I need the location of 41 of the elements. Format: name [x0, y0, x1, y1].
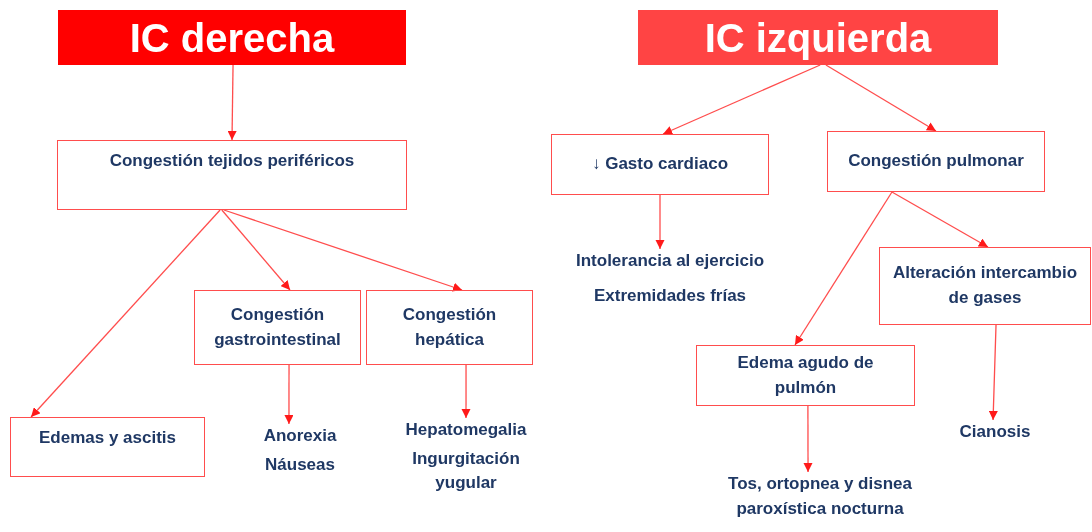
arrow [30, 209, 221, 418]
symptom-text: Anorexia [263, 425, 337, 447]
process-box [827, 131, 1045, 192]
symptom-text: Ingurgitación yugular [411, 447, 521, 495]
symptom-text: Tos, ortopnea y disnea paroxística nocturna [727, 473, 913, 520]
arrow [223, 209, 463, 292]
box-label: Congestión gastrointestinal [213, 303, 342, 351]
box-label: Congestión hepática [401, 303, 498, 351]
box-label: Edema agudo de pulmón [736, 351, 875, 399]
box-label: Congestión pulmonar [848, 150, 1024, 173]
process-box [10, 417, 205, 477]
process-box [879, 247, 1091, 325]
arrow [803, 405, 813, 473]
process-box [366, 290, 533, 365]
symptom-text: Cianosis [959, 421, 1031, 443]
process-box [57, 140, 407, 210]
arrow [825, 64, 937, 132]
arrow [794, 191, 893, 346]
process-box [551, 134, 769, 195]
arrow [662, 64, 821, 135]
arrow [221, 209, 291, 291]
symptom-text: Intolerancia al ejercicio [576, 250, 764, 272]
heading-banner [638, 10, 998, 65]
arrow [891, 191, 989, 248]
heading: IC izquierda [704, 14, 932, 62]
process-box [194, 290, 361, 365]
process-box [696, 345, 915, 406]
arrow [284, 364, 294, 425]
symptom-text: Hepatomegalia [405, 419, 527, 441]
arrow [988, 324, 998, 421]
arrow [655, 194, 665, 250]
heading-banner [58, 10, 406, 65]
box-label: Alteración intercambio de gases [891, 262, 1079, 309]
heading: IC derecha [129, 14, 335, 62]
arrow [227, 64, 237, 141]
box-label: ↓ Gasto cardiaco [591, 153, 729, 176]
box-label: Congestión tejidos periféricos [109, 150, 355, 172]
symptom-text: Extremidades frías [593, 284, 747, 307]
box-label: Edemas y ascitis [39, 427, 176, 449]
arrow [461, 364, 471, 419]
symptom-text: Náuseas [265, 453, 335, 476]
